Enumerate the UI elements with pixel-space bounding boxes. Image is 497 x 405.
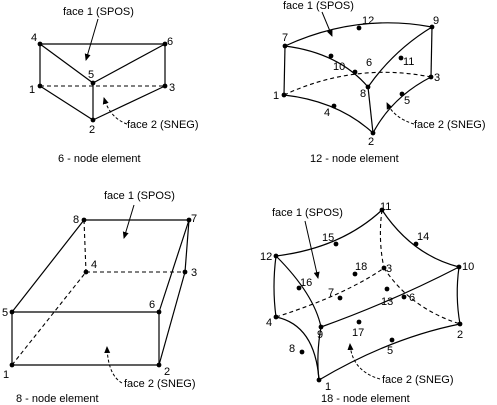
node-label: 10	[462, 261, 474, 273]
node-label: 11	[403, 56, 414, 68]
node-label: 6	[149, 299, 155, 311]
node-label: 12	[362, 15, 374, 27]
face1-label: face 1 (SPOS)	[104, 190, 175, 202]
node-label: 7	[328, 287, 334, 299]
node-label: 5	[387, 345, 393, 357]
six-node-element: 4 5 6 1 2 3 face 1 (SPOS) face 2 (SNEG) …	[29, 6, 199, 165]
node-label: 3	[386, 263, 392, 275]
node-label: 17	[352, 327, 364, 339]
node-label: 6	[167, 36, 173, 48]
caption: 12 - node element	[310, 153, 399, 165]
node-label: 2	[89, 124, 95, 136]
node-label: 3	[191, 267, 197, 279]
eighteen-node-element: 11 15 14 12 10 16 18 3 7 13 6 4 9 2 17 8…	[260, 201, 474, 405]
caption: 8 - node element	[16, 393, 99, 405]
node-label: 5	[88, 69, 94, 81]
node-label: 8	[73, 214, 79, 226]
face2-label: face 2 (SNEG)	[124, 378, 196, 390]
node-label: 18	[355, 261, 367, 273]
face2-label: face 2 (SNEG)	[382, 374, 454, 386]
node-label: 7	[191, 213, 197, 225]
node-label: 2	[457, 329, 463, 341]
node-label: 5	[404, 95, 410, 107]
twelve-node-element: 7 12 9 10 6 11 8 1 3 4 5 2 face 1 (SPOS)…	[273, 0, 486, 165]
caption: 6 - node element	[58, 153, 141, 165]
node-label: 11	[380, 201, 391, 213]
node-label: 7	[282, 32, 288, 44]
eight-node-element: 8 7 5 6 4 3 1 2 face 1 (SPOS) face 2 (SN…	[2, 190, 197, 405]
node-label: 15	[322, 232, 334, 244]
face1-label: face 1 (SPOS)	[283, 0, 354, 12]
node-label: 9	[433, 15, 439, 27]
node-label: 12	[260, 251, 272, 263]
node-label: 13	[381, 296, 393, 308]
node-label: 5	[2, 307, 8, 319]
node-label: 6	[366, 57, 372, 69]
node-label: 3	[434, 72, 440, 84]
node-label: 8	[289, 343, 295, 355]
node-label: 16	[300, 277, 312, 289]
node-label: 1	[29, 84, 35, 96]
node-label: 9	[317, 329, 323, 341]
node-label: 4	[31, 32, 37, 44]
node-label: 1	[3, 369, 9, 381]
face1-label: face 1 (SPOS)	[272, 207, 343, 219]
node-label: 1	[273, 90, 279, 102]
node-label: 6	[409, 292, 415, 304]
node-label: 10	[333, 61, 345, 73]
face2-label: face 2 (SNEG)	[414, 119, 486, 131]
node-label: 1	[325, 381, 331, 393]
node-label: 4	[266, 317, 272, 329]
face2-label: face 2 (SNEG)	[127, 119, 199, 131]
node-label: 8	[360, 88, 366, 100]
node-label: 3	[169, 82, 175, 94]
node-label: 2	[164, 366, 170, 378]
node-label: 4	[324, 107, 330, 119]
face1-label: face 1 (SPOS)	[63, 6, 134, 18]
caption: 18 - node element	[321, 393, 410, 405]
node-label: 4	[91, 259, 97, 271]
node-label: 14	[417, 231, 429, 243]
node-label: 2	[368, 136, 374, 148]
